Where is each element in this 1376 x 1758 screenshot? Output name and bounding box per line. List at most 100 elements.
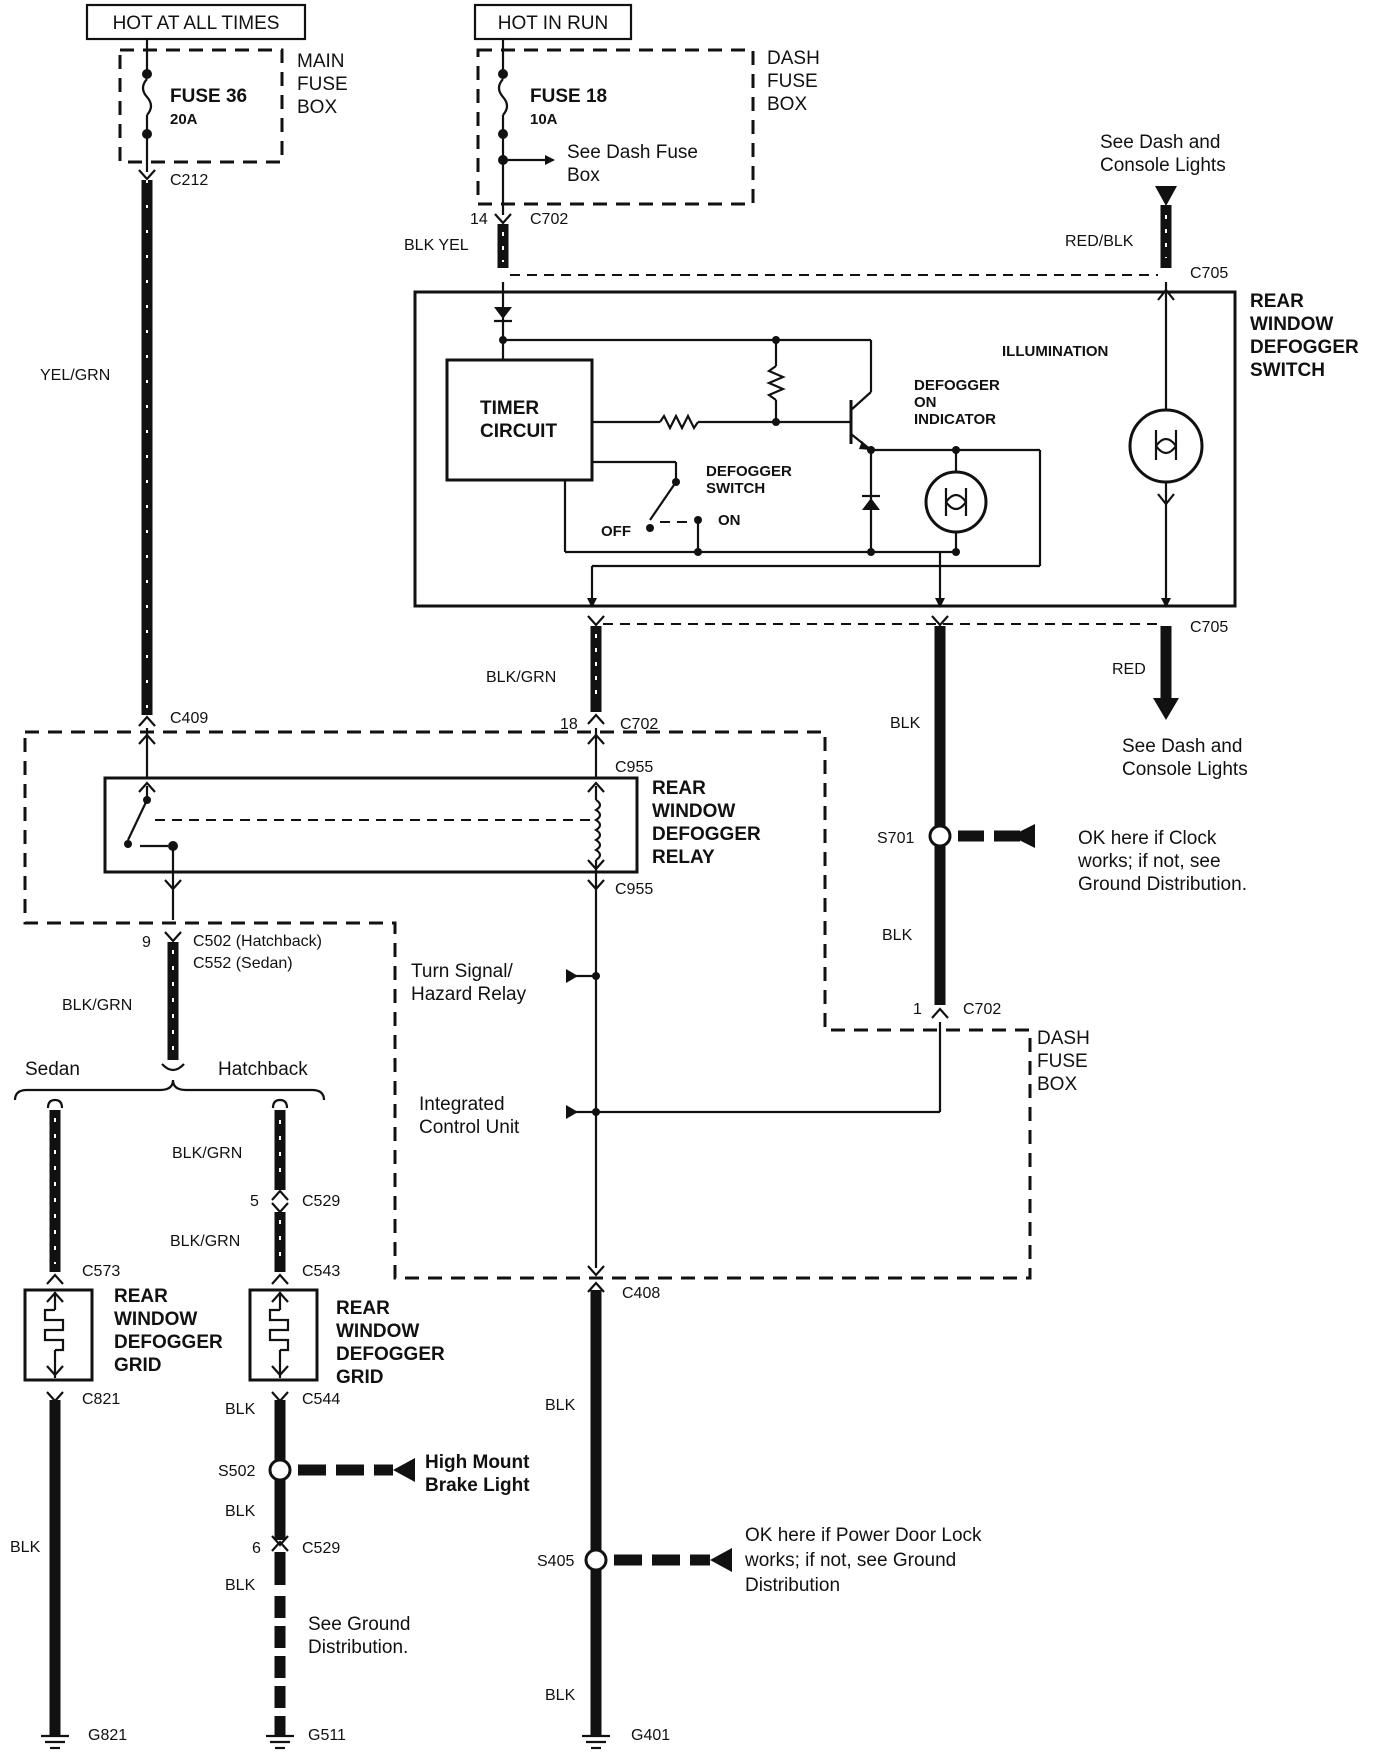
- wire-label-blk-right-2: BLK: [882, 927, 913, 944]
- wire-label-blk-right-1: BLK: [890, 715, 921, 732]
- dash-fuse-box-top-label-1: DASH: [767, 48, 820, 69]
- resistor-2: [659, 413, 699, 431]
- hot-in-run-box: HOT IN RUN: [473, 3, 633, 41]
- wire-blk-yel: BLK YEL: [404, 213, 512, 268]
- dash-fuse-box-top: FUSE 18 10A See Dash Fuse Box DASH FUSE …: [470, 39, 820, 228]
- pin-18: 18: [560, 716, 578, 733]
- connector-c702-top: C702: [530, 211, 568, 228]
- wire-label-yel-grn: YEL/GRN: [40, 367, 110, 384]
- wire-yel-grn: YEL/GRN C409: [40, 169, 208, 727]
- see-dash-bottom-1: See Dash and: [1122, 736, 1242, 757]
- wire-label-blk-center-2: B​LK: [545, 1687, 576, 1704]
- high-mount-1: High Mount: [425, 1452, 530, 1473]
- sedan-leg: C573 C821 BLK G821 REAR WINDOW DEFOGGER …: [10, 1098, 223, 1750]
- fuse-18-rating: 10A: [530, 111, 558, 128]
- wire-blk-right: BLK S701 OK here if Clock works; if not,…: [877, 615, 1247, 1019]
- wire-label-red: RED: [1112, 661, 1146, 678]
- branch-brace: [13, 1079, 326, 1101]
- connector-c702-1: C702: [963, 1001, 1001, 1018]
- wire-label-blk-hatch-2: BLK: [225, 1503, 256, 1520]
- center-ground-leg: C408 BLK S405 OK here if Power Door Lock…: [537, 1265, 982, 1750]
- fuse-36-rating: 20A: [170, 111, 198, 128]
- dash-fuse-box-bottom-label: DASH FUSE BOX: [1037, 1028, 1090, 1095]
- relay-title-3: DEFOGGER: [652, 824, 761, 845]
- connector-c955-top: C955: [615, 759, 653, 776]
- relay-title-4: RELAY: [652, 847, 715, 868]
- clock-note-1: OK here if Clock: [1078, 828, 1217, 849]
- grid-hatch-title-1: REAR: [336, 1298, 390, 1319]
- wire-label-blk-yel: BLK YEL: [404, 237, 469, 254]
- connector-c409: C409: [170, 710, 208, 727]
- see-dash-top-2: Console Lights: [1100, 155, 1226, 176]
- wire-label-blk-hatch-1: BLK: [225, 1401, 256, 1418]
- connector-c212: C212: [170, 172, 208, 189]
- grid-hatch-title-3: DEFOGGER: [336, 1344, 445, 1365]
- wire-label-blk-sedan: BLK: [10, 1539, 41, 1556]
- dash-fuse-box-bottom-3: BOX: [1037, 1074, 1077, 1095]
- grid-sedan-title-2: WINDOW: [114, 1309, 197, 1330]
- ground-g821: G821: [88, 1727, 127, 1744]
- integrated-control-tap: Integrated Control Unit: [419, 1022, 942, 1138]
- splice-s701: S701: [877, 830, 914, 847]
- connector-c705-bottom: C705: [1190, 619, 1228, 636]
- splice-s502: S502: [218, 1463, 255, 1480]
- timer-label-1: TIMER: [480, 398, 539, 419]
- switch-title-1: REAR: [1250, 291, 1304, 312]
- connector-c702-18: C702: [620, 716, 658, 733]
- main-fuse-box-label-3: BOX: [297, 97, 337, 118]
- wire-label-blk-center-1: BLK: [545, 1397, 576, 1414]
- main-fuse-box-label-2: FUSE: [297, 74, 348, 95]
- hot-at-all-times-label: HOT AT ALL TIMES: [113, 13, 280, 34]
- indicator-label-3: INDICATOR: [914, 411, 996, 428]
- main-fuse-box: FUSE 36 20A MAIN FUSE BOX C212: [118, 39, 348, 189]
- splice-s405: S405: [537, 1553, 574, 1570]
- ground-g401: G401: [631, 1727, 670, 1744]
- power-door-note-3: Distribution: [745, 1575, 840, 1596]
- branch-sedan: Sedan: [25, 1059, 80, 1080]
- dash-fuse-box-bottom-2: FUSE: [1037, 1051, 1088, 1072]
- indicator-label-1: DEFOGGER: [914, 377, 1000, 394]
- rear-window-defogger-switch: REAR WINDOW DEFOGGER SWITCH TIMER CIRCUI…: [413, 282, 1359, 608]
- power-door-note-1: OK here if Power Door Lock: [745, 1525, 982, 1546]
- branch-hatchback: Hatchback: [218, 1059, 308, 1080]
- switch-off: OFF: [601, 523, 631, 540]
- wire-label-blk-grn-hatch-1: BLK/GRN: [172, 1145, 242, 1162]
- fuse-36-symbol: [141, 78, 153, 116]
- wire-label-blk-grn-left: BLK/GRN: [62, 997, 132, 1014]
- switch-title-3: DEFOGGER: [1250, 337, 1359, 358]
- pin-14: 14: [470, 211, 488, 228]
- connector-c543: C543: [302, 1263, 340, 1280]
- indicator-bulb: [924, 470, 988, 534]
- turn-signal-1: Turn Signal/: [411, 961, 513, 982]
- connector-c573: C573: [82, 1263, 120, 1280]
- indicator-label-2: ON: [914, 394, 937, 411]
- see-dash-top: See Dash and Console Lights RED/BLK C705: [1065, 132, 1228, 282]
- pin-6: 6: [252, 1540, 261, 1557]
- turn-signal-tap: Turn Signal/ Hazard Relay: [411, 961, 600, 1005]
- timer-circuit: [445, 358, 594, 482]
- wire-blk-grn-main: BLK/GRN 18 C702: [486, 615, 658, 733]
- defogger-switch-label-1: DEFOGGER: [706, 463, 792, 480]
- connector-c529-top: C529: [302, 1193, 340, 1210]
- wire-label-blk-grn-main: BLK/GRN: [486, 669, 556, 686]
- grid-sedan-title-3: DEFOGGER: [114, 1332, 223, 1353]
- high-mount-2: Brake Light: [425, 1475, 530, 1496]
- dash-fuse-box-top-label-2: FUSE: [767, 71, 818, 92]
- connector-c955-bottom: C955: [615, 881, 653, 898]
- dash-fuse-box-bottom-1: DASH: [1037, 1028, 1090, 1049]
- switch-on: ON: [718, 512, 741, 529]
- connector-c408: C408: [622, 1285, 660, 1302]
- connector-c552: C552 (Sedan): [193, 955, 293, 972]
- see-dash-fuse-box-1: See Dash Fuse: [567, 142, 698, 163]
- grid-sedan-title-4: GRID: [114, 1355, 162, 1376]
- pin-9: 9: [142, 934, 151, 951]
- connector-c821: C821: [82, 1391, 120, 1408]
- illumination-label: ILLUMINATION: [1002, 343, 1108, 360]
- rear-window-defogger-relay: C955 REAR WINDOW DEFOGGER RELAY C955: [103, 728, 761, 1268]
- connector-c544: C544: [302, 1391, 340, 1408]
- see-dash-bottom-2: Console Lights: [1122, 759, 1248, 780]
- fuse-36-name: FUSE 36: [170, 86, 247, 107]
- integrated-1: Integrated: [419, 1094, 505, 1115]
- see-ground-1: See Ground: [308, 1614, 410, 1635]
